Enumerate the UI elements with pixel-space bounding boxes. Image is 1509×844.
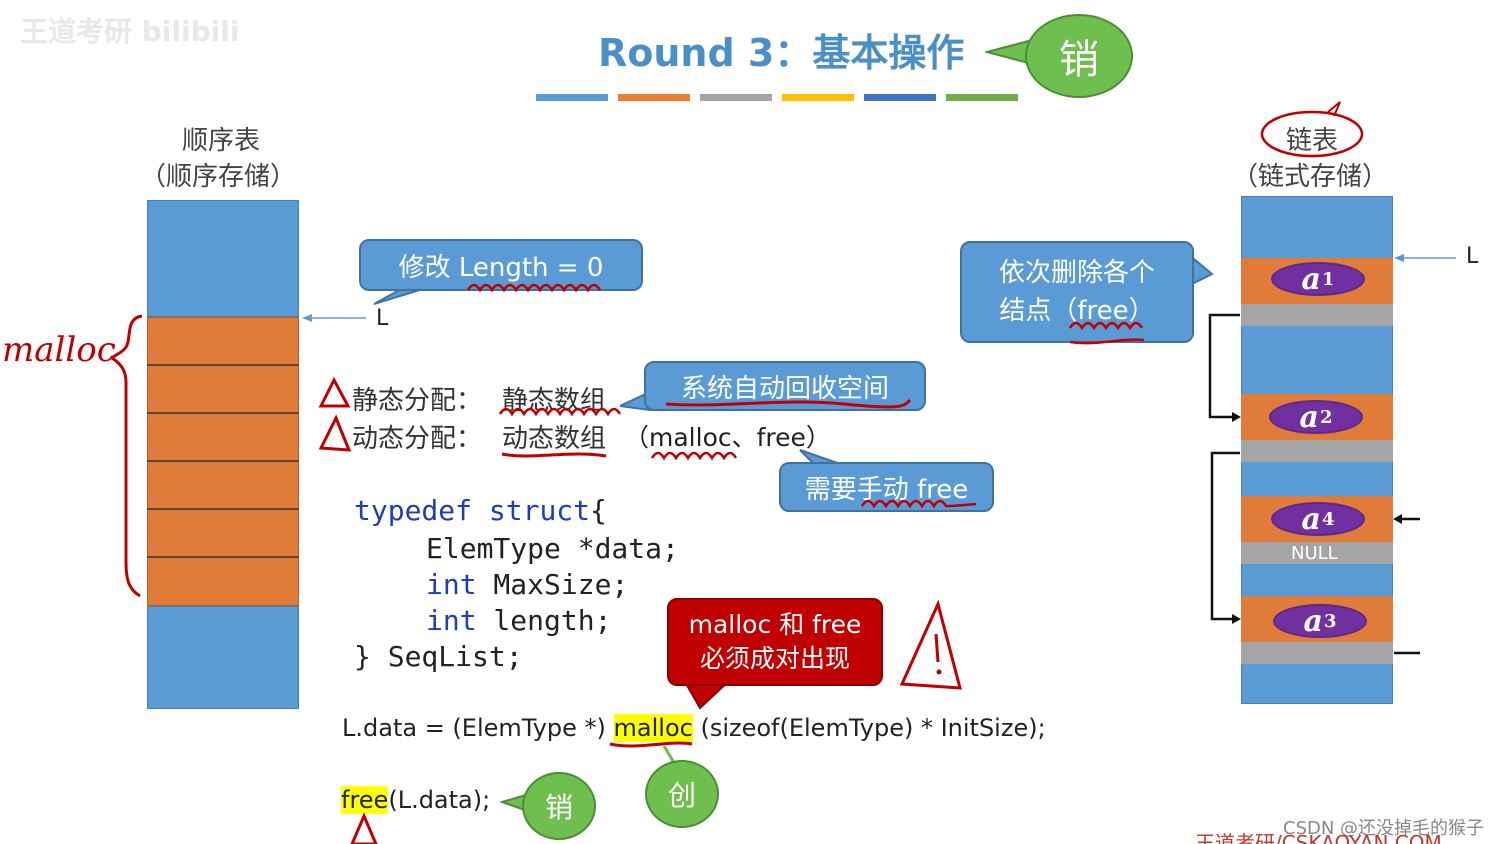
page-title: Round 3：基本操作 (598, 31, 965, 75)
dynamic-alloc-value: 动态数组 (502, 424, 607, 454)
seqlist-title: 顺序表 (182, 126, 261, 156)
color-stripe-4 (782, 94, 854, 101)
alloc-code-line: L.data = (ElemType *) malloc (sizeof(Ele… (342, 714, 1046, 742)
node-3-next (1241, 642, 1393, 664)
linkedlist-title: 链表 (1286, 126, 1339, 156)
seqlist-dividers (147, 364, 299, 558)
linkedlist-pointer-arrow (1394, 254, 1456, 262)
linkedlist-link-arrows (1208, 313, 1420, 655)
watermark-bottom: CSDN @还没掉毛的猴子 (1283, 818, 1485, 839)
free-highlight: free (341, 786, 389, 814)
warning-exclamation-icon (899, 600, 962, 690)
malloc-highlight: malloc (613, 714, 693, 742)
free-code-line: free(L.data); (341, 786, 491, 814)
null-label: NULL (1291, 543, 1338, 564)
dynamic-alloc-extra: （malloc、free） (624, 423, 831, 452)
static-alloc-label: 静态分配： (352, 386, 483, 416)
code-line-1: typedef struct{ (354, 494, 607, 527)
node-4-next (1241, 542, 1393, 564)
handwritten-malloc: malloc (2, 330, 116, 370)
watermark-bottom-url: 王道考研/CSKAOYAN.COM (1195, 832, 1442, 844)
warning-callout: malloc 和 free 必须成对出现 (667, 598, 883, 686)
seqlist-pointer-arrow (302, 314, 366, 322)
title-bubble: 销 (1025, 14, 1133, 98)
warning-triangle-marks (318, 376, 352, 452)
color-stripe-6 (946, 94, 1018, 101)
handwritten-brace (109, 314, 143, 598)
static-alloc-value: 静态数组 (502, 386, 607, 416)
dynamic-alloc-underline (501, 452, 607, 458)
watermark-top: 王道考研 bilibili (20, 15, 240, 48)
delete-nodes-underline (1068, 321, 1145, 345)
dynamic-alloc-label: 动态分配： (352, 424, 483, 454)
length-callout-underline (466, 283, 602, 293)
color-stripe-5 (864, 94, 936, 101)
warning-callout-line2: 必须成对出现 (699, 644, 850, 673)
warning-callout-line1: malloc 和 free (688, 610, 862, 639)
linkedlist-subtitle: （链式存储） (1232, 162, 1389, 192)
color-stripe-3 (700, 94, 772, 101)
delete-nodes-callout: 依次删除各个 结点（free） (960, 241, 1194, 343)
delete-nodes-callout-line2: 结点（free） (999, 296, 1155, 326)
code-line-2: ElemType *data; (426, 532, 679, 565)
node-1-next (1241, 304, 1393, 326)
code-line-5: } SeqList; (354, 640, 523, 673)
warning-callout-tail (682, 680, 732, 710)
color-stripe-2 (618, 94, 690, 101)
destroy-bubble: 销 (522, 772, 596, 840)
linkedlist-pointer-label: L (1466, 244, 1479, 269)
color-stripe-1 (536, 94, 608, 101)
free-triangle-mark (350, 812, 378, 844)
seqlist-subtitle: （顺序存储） (140, 162, 297, 192)
seqlist-memory-bottom (147, 606, 299, 709)
code-line-3: int MaxSize; (426, 568, 629, 601)
static-alloc-underline (498, 407, 622, 417)
node-2-next (1241, 440, 1393, 462)
manual-free-underline (860, 499, 977, 509)
malloc-underline (650, 451, 738, 461)
delete-nodes-callout-line1: 依次删除各个 (998, 258, 1155, 288)
seqlist-pointer-label: L (376, 306, 389, 331)
seqlist-memory-top (147, 200, 299, 317)
length-callout: 修改 Length = 0 (359, 239, 643, 291)
code-line-4: int length; (426, 604, 612, 637)
auto-reclaim-underline (665, 398, 912, 409)
linkedlist-title-circle (1260, 101, 1364, 158)
create-bubble: 创 (645, 760, 719, 828)
